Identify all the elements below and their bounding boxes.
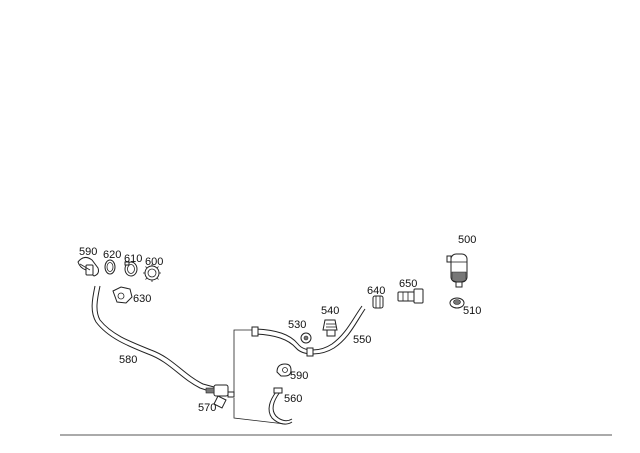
part-530-connector [300,332,312,344]
part-570-valve [205,384,235,409]
label-560: 560 [284,393,302,405]
label-510: 510 [463,305,481,317]
label-500: 500 [458,234,476,246]
part-600-gear-clamp [143,264,161,282]
label-630: 630 [133,293,151,305]
part-510-grommet [449,297,465,309]
label-600: 600 [145,256,163,268]
part-590-elbow [77,256,99,277]
label-540: 540 [321,305,339,317]
label-590-lower: 590 [290,370,308,382]
part-650-fitting [397,288,424,304]
part-550-hose [251,305,366,357]
label-610: 610 [124,253,142,265]
part-590-lower-elbow [276,363,292,377]
label-550: 550 [353,334,371,346]
part-540-check-valve [322,319,338,337]
label-650: 650 [399,278,417,290]
label-580: 580 [119,354,137,366]
label-620: 620 [103,249,121,261]
part-630-connector [112,286,133,304]
label-640: 640 [367,285,385,297]
part-620-ring [104,259,116,275]
label-530: 530 [288,319,306,331]
part-570-tubing [233,329,286,425]
part-500-pump [446,253,468,288]
label-570: 570 [198,402,216,414]
label-590-upper: 590 [79,246,97,258]
part-640-clamp [372,295,384,309]
part-610-clamp [124,261,138,277]
part-580-hose [91,285,215,393]
part-560-hose [268,387,293,425]
